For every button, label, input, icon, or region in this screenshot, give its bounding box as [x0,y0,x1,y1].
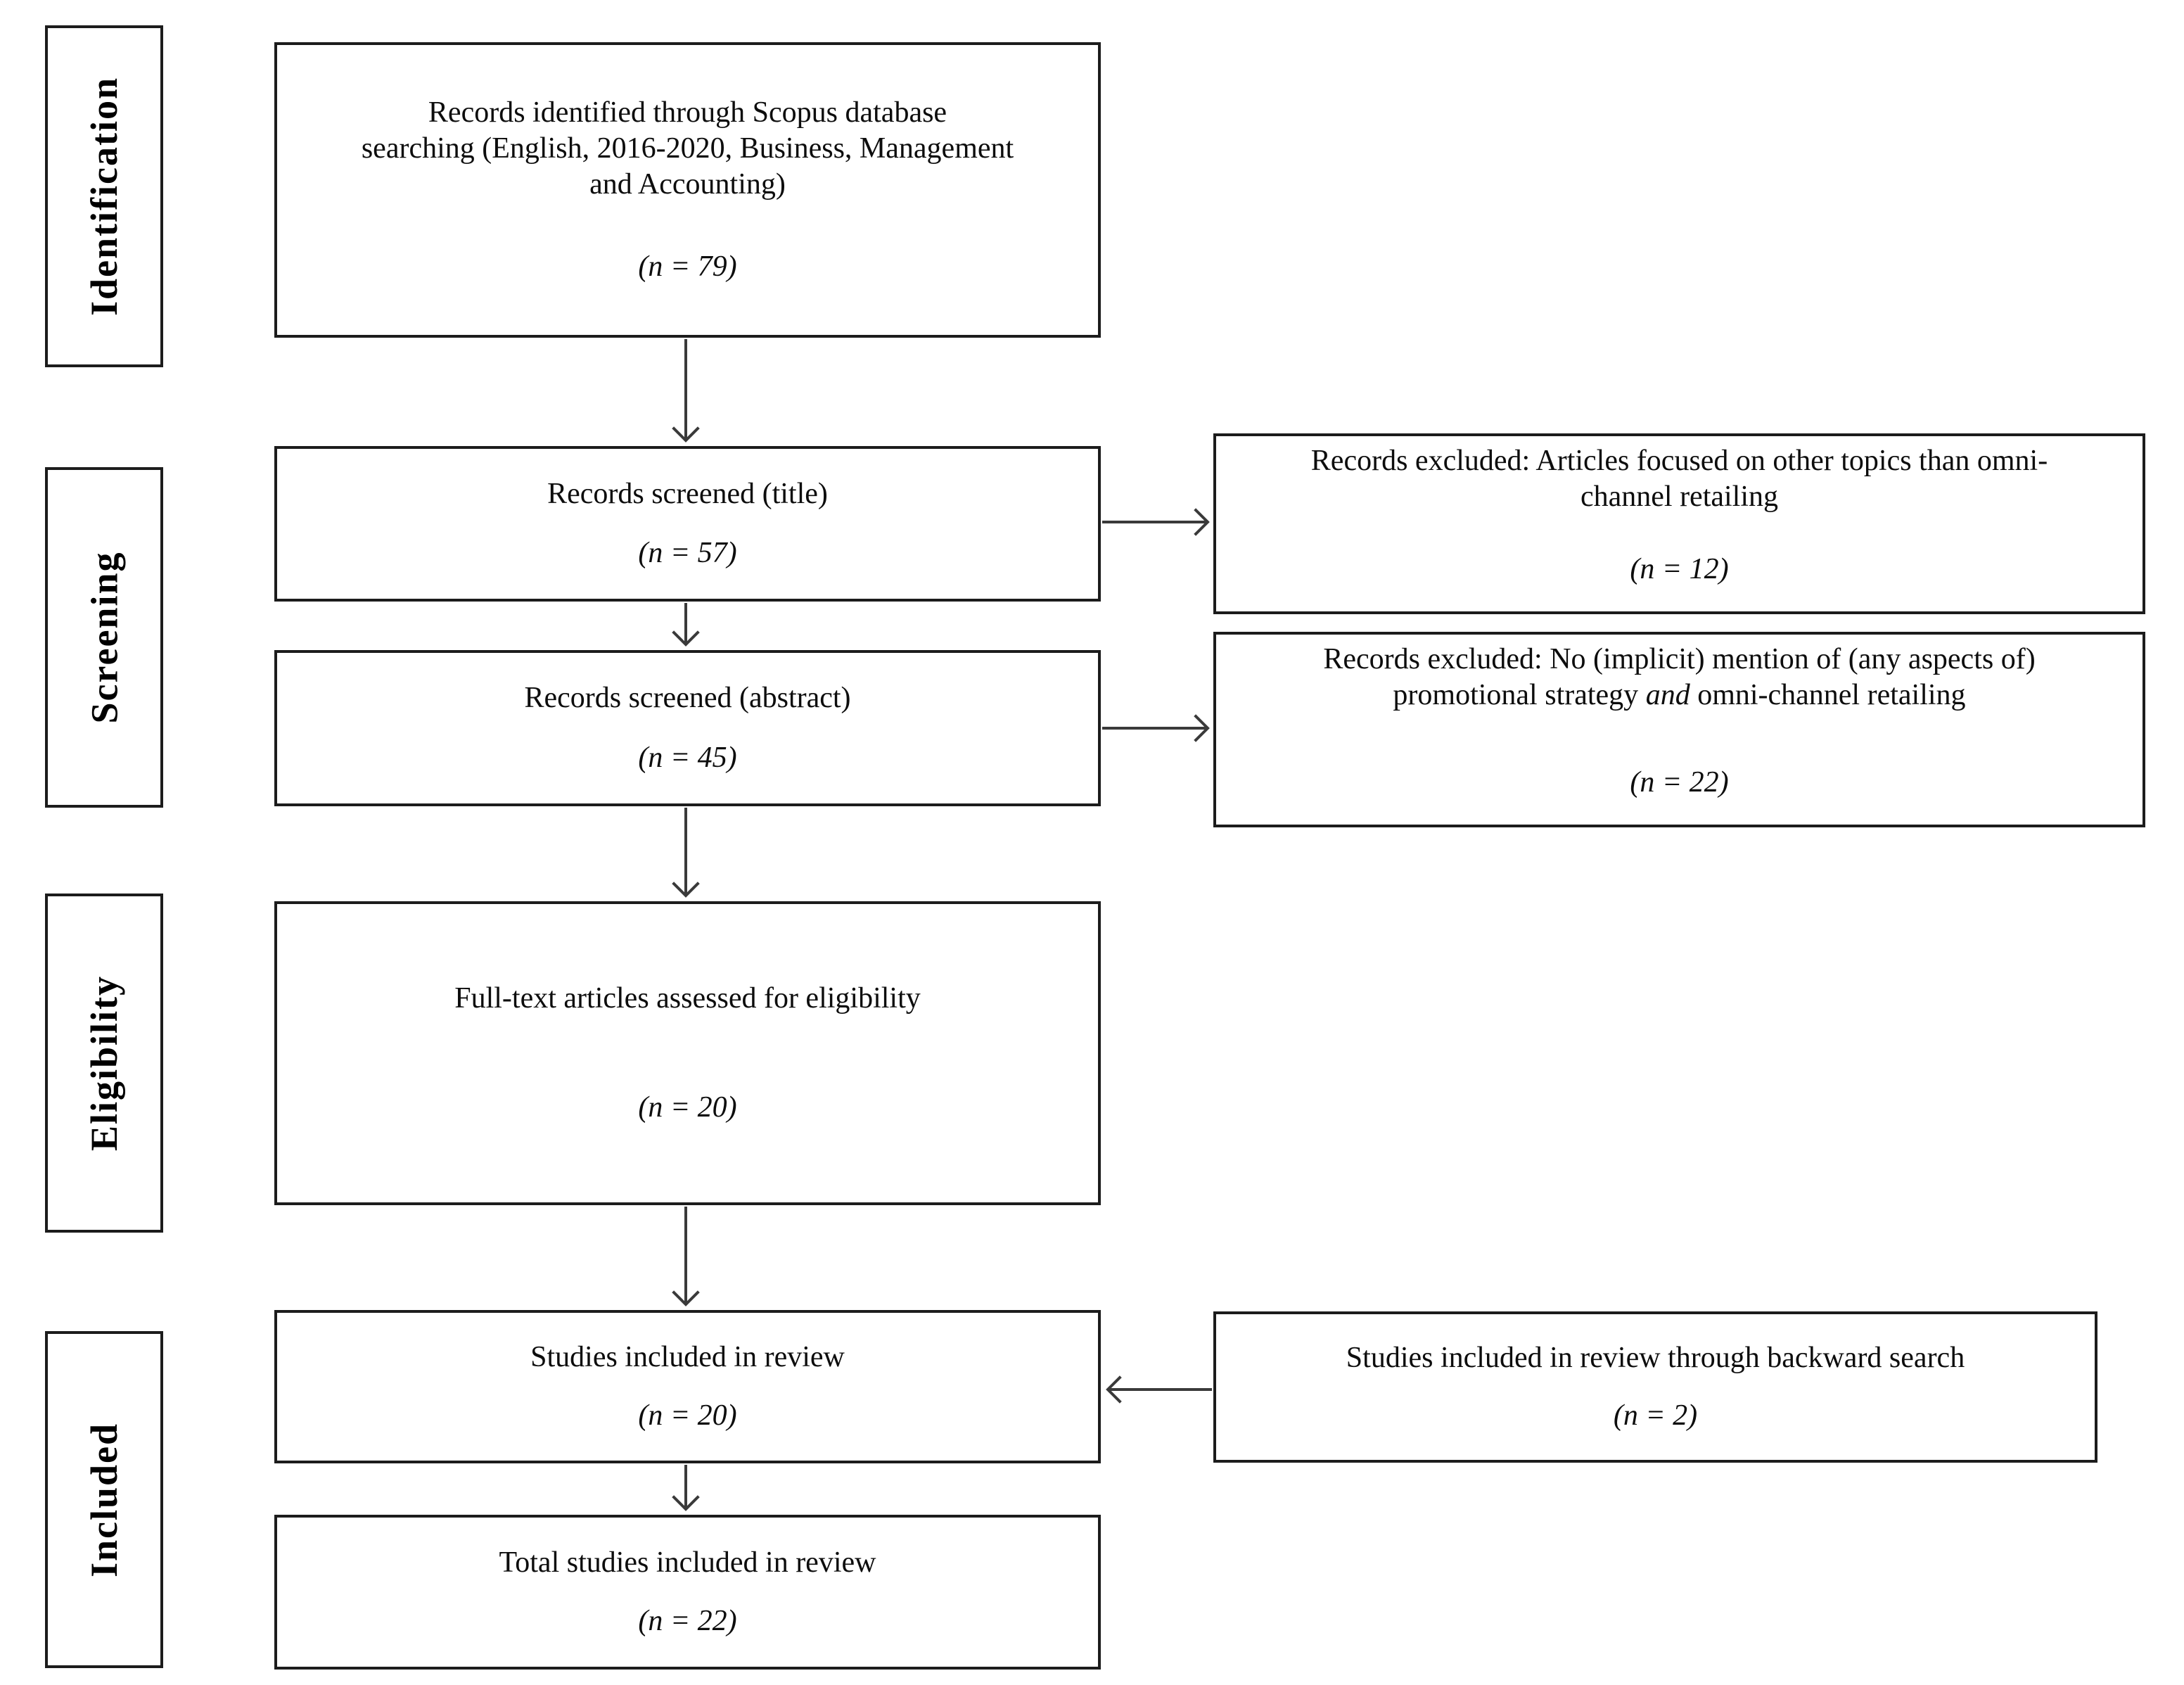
side-box-records-excluded-abstract: Records excluded: No (implicit) mention … [1213,632,2145,827]
box-n-value: (n = 2) [1613,1399,1698,1432]
box-label: Records screened (abstract) [524,682,851,715]
stage-label-text: Eligibility [83,974,125,1152]
stage-label-text: Screening [83,551,125,724]
box-label: Studies included in review [530,1340,845,1373]
box-n-value: (n = 22) [638,1605,737,1638]
box-n-value: (n = 20) [638,1091,737,1124]
box-n-value: (n = 45) [638,741,737,774]
stage-label-eligibility: Eligibility [45,894,163,1233]
box-n-value: (n = 79) [638,250,737,283]
box-label: Total studies included in review [499,1546,876,1579]
stage-label-screening: Screening [45,467,163,808]
box-label: Studies included in review through backw… [1346,1341,1965,1374]
stage-label-text: Included [83,1422,125,1577]
box-label: Records excluded: No (implicit) mention … [1323,642,2035,713]
box-n-value: (n = 22) [1630,765,1729,799]
flow-box-records-identified: Records identified through Scopus databa… [274,42,1101,338]
side-box-backward-search: Studies included in review through backw… [1213,1311,2097,1463]
stage-label-identification: Identification [45,25,163,367]
box-n-value: (n = 12) [1630,552,1729,585]
box-label: Records excluded: Articles focused on ot… [1310,445,2048,514]
stage-label-included: Included [45,1331,163,1668]
flow-box-records-screened-title: Records screened (title) (n = 57) [274,446,1101,602]
excluded-abstract-and-word: and [1645,679,1690,712]
flow-box-studies-included: Studies included in review (n = 20) [274,1310,1101,1463]
excluded-abstract-line1: Records excluded: No (implicit) mention … [1323,643,2036,675]
flow-box-fulltext-assessed: Full-text articles assessed for eligibil… [274,901,1101,1205]
stage-label-text: Identification [83,76,126,317]
box-label: Full-text articles assessed for eligibil… [454,982,921,1015]
excluded-abstract-line2-pre: promotional strategy [1393,679,1646,712]
box-label: Records identified through Scopus databa… [361,96,1014,201]
side-box-records-excluded-title: Records excluded: Articles focused on ot… [1213,433,2145,614]
box-n-value: (n = 20) [638,1399,737,1432]
flow-box-records-screened-abstract: Records screened (abstract) (n = 45) [274,650,1101,806]
box-label: Records screened (title) [547,477,828,510]
box-n-value: (n = 57) [638,536,737,569]
flow-box-total-studies-included: Total studies included in review (n = 22… [274,1515,1101,1670]
excluded-abstract-line2-post: omni-channel retailing [1690,679,1966,712]
